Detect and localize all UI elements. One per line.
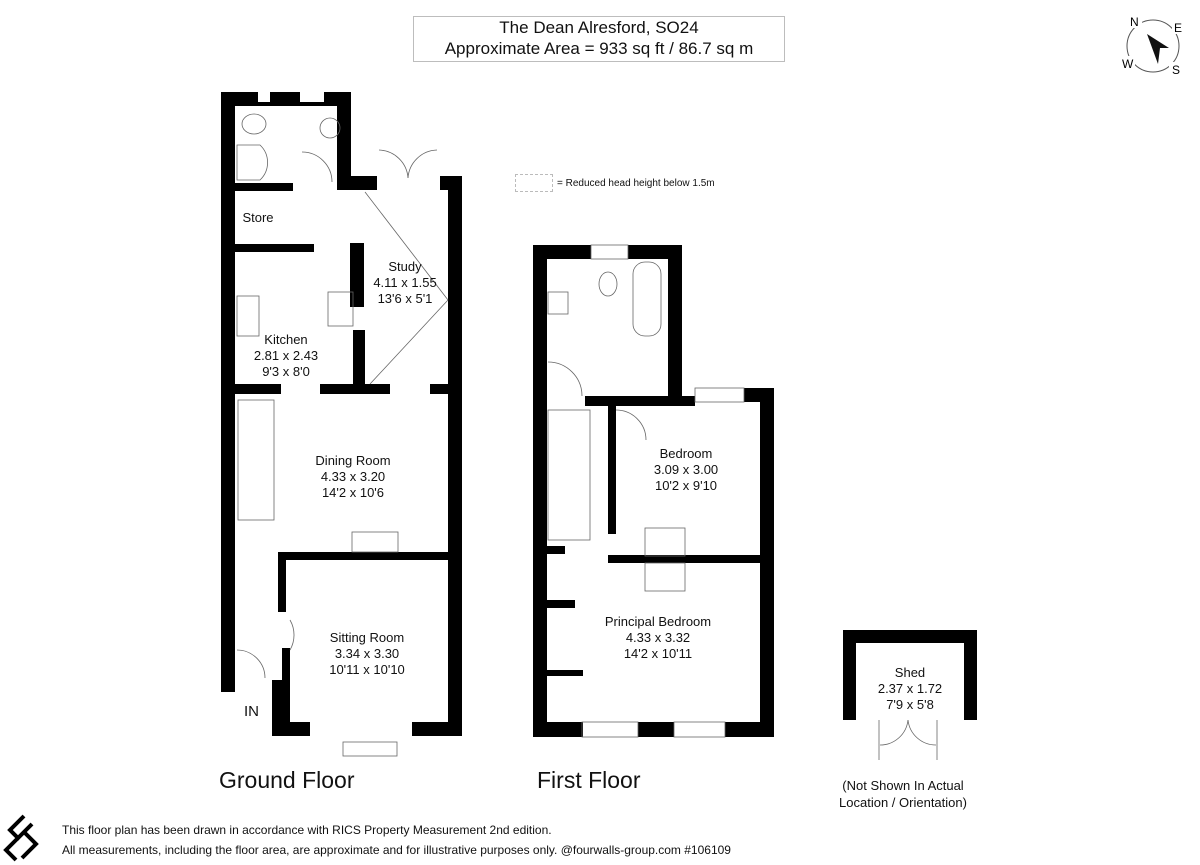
room-shed: Shed 2.37 x 1.72 7'9 x 5'8: [877, 665, 943, 712]
first-floor-label: First Floor: [537, 767, 641, 793]
fourwalls-logo-icon: [3, 814, 39, 862]
footer-line-1: This floor plan has been drawn in accord…: [62, 823, 552, 837]
entrance-label: IN: [244, 703, 259, 720]
room-store: Store: [242, 210, 274, 225]
property-title: The Dean Alresford, SO24: [499, 18, 699, 37]
svg-text:E: E: [1174, 21, 1182, 35]
first-west-wall: [533, 245, 547, 737]
room-sitting: Sitting Room 3.34 x 3.30 10'11 x 10'10: [329, 630, 405, 677]
compass-icon: N E W S: [1121, 14, 1186, 76]
room-principal-bedroom: Principal Bedroom 4.33 x 3.32 14'2 x 10'…: [604, 614, 712, 661]
shed-note: (Not Shown In Actual Location / Orientat…: [839, 778, 967, 810]
svg-text:S: S: [1172, 63, 1180, 76]
room-study: Study 4.11 x 1.55 13'6 x 5'1: [373, 259, 437, 306]
svg-text:W: W: [1122, 57, 1134, 71]
plan-title-box: The Dean Alresford, SO24 Approximate Are…: [413, 16, 785, 62]
svg-text:N: N: [1130, 15, 1139, 29]
room-kitchen: Kitchen 2.81 x 2.43 9'3 x 8'0: [253, 332, 319, 379]
ground-floor-label: Ground Floor: [219, 767, 355, 793]
legend: = Reduced head height below 1.5m: [515, 174, 715, 192]
footer-line-2: All measurements, including the floor ar…: [62, 843, 731, 857]
room-dining: Dining Room 4.33 x 3.20 14'2 x 10'6: [315, 453, 391, 500]
room-bedroom: Bedroom 3.09 x 3.00 10'2 x 9'10: [653, 446, 719, 493]
approximate-area: Approximate Area = 933 sq ft / 86.7 sq m: [444, 39, 754, 58]
legend-text: = Reduced head height below 1.5m: [557, 177, 715, 189]
dashed-box-icon: [515, 174, 553, 192]
